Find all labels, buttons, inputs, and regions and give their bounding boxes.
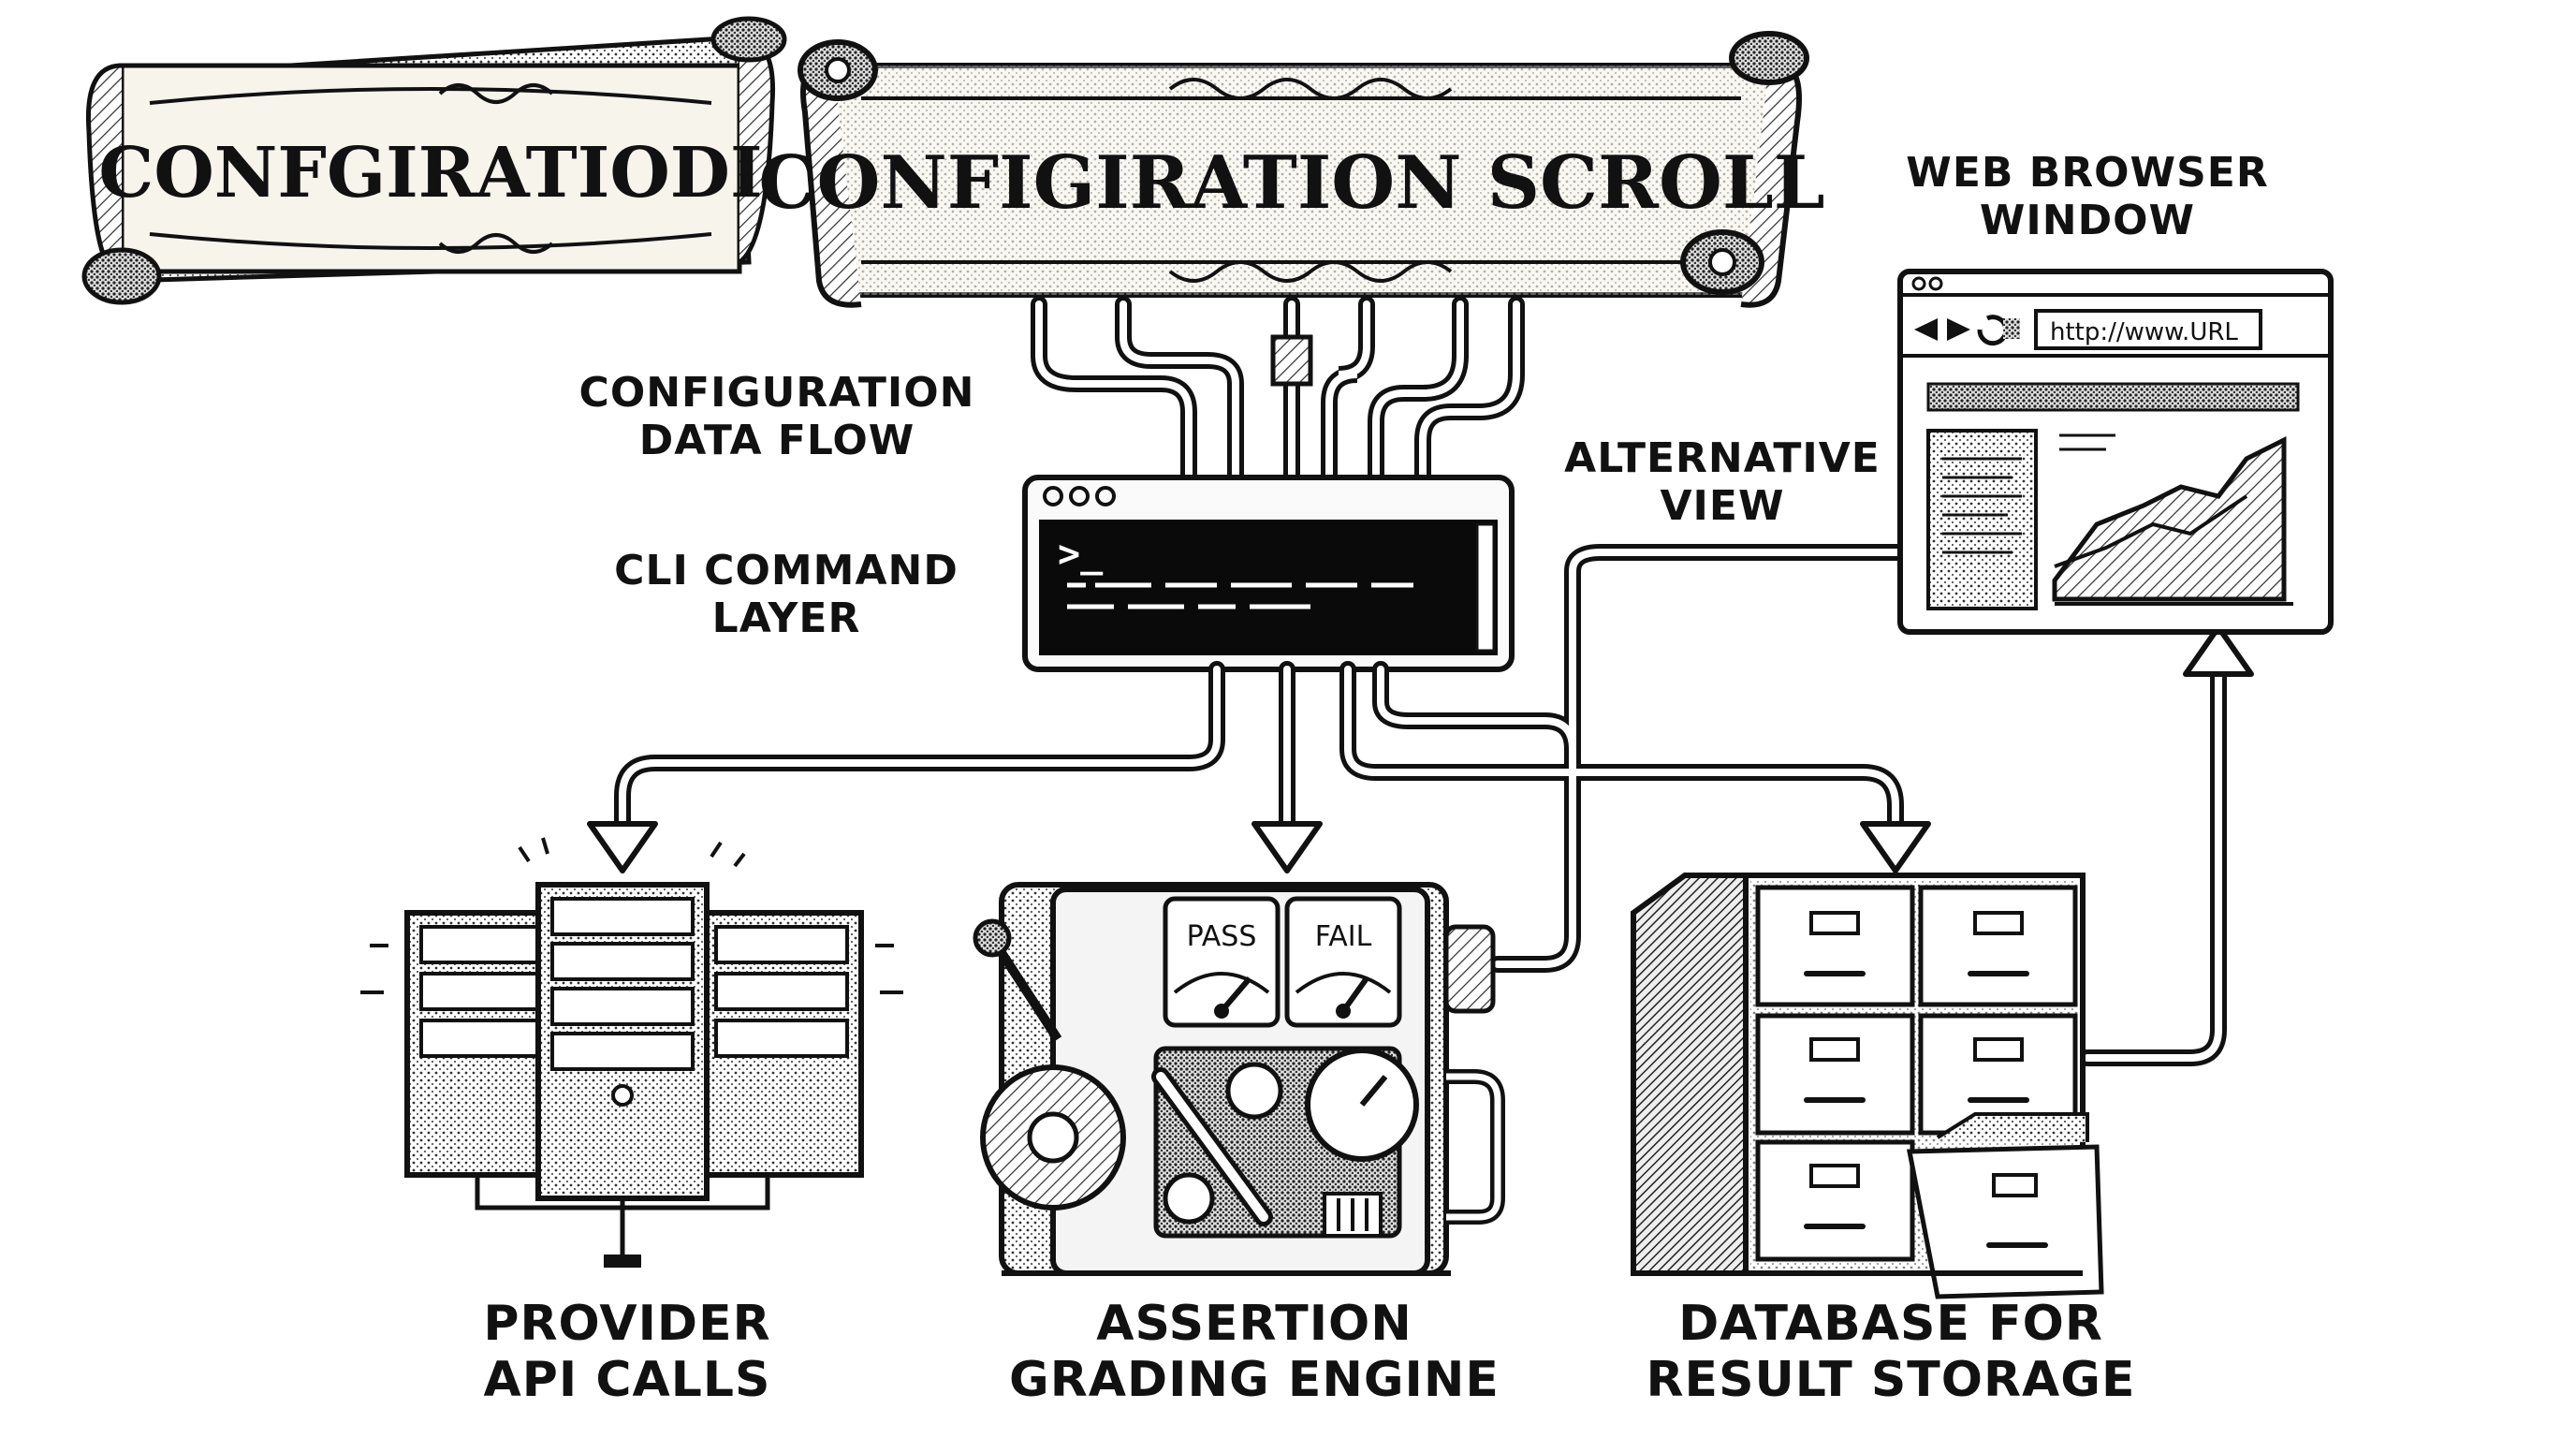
gauge-fail-label: FAIL: [1315, 920, 1372, 953]
scroll-main-title: CONFIGIRATION SCROLL: [758, 140, 1824, 226]
scroll-small: [81, 16, 787, 305]
assertion-grading-engine: [973, 882, 1505, 1276]
scroll-main: [798, 31, 1809, 308]
cli-terminal: [1022, 475, 1515, 672]
provider-servers: [360, 837, 903, 1268]
database-cabinet: [1631, 873, 2104, 1299]
gauge-pass-label: PASS: [1187, 920, 1257, 953]
terminal-prompt: >_: [1058, 533, 1104, 576]
pipe-valve: [1270, 334, 1313, 387]
arrow-to-database: [1860, 821, 1931, 873]
arrow-to-assertion: [1251, 821, 1323, 873]
arrow-to-provider: [587, 821, 658, 873]
web-browser-window: [1897, 269, 2334, 635]
arrow-to-browser: [2183, 624, 2254, 677]
scroll-small-title: CONFGIRATIODI: [98, 133, 762, 213]
browser-url: http://www.URL: [2050, 318, 2238, 346]
